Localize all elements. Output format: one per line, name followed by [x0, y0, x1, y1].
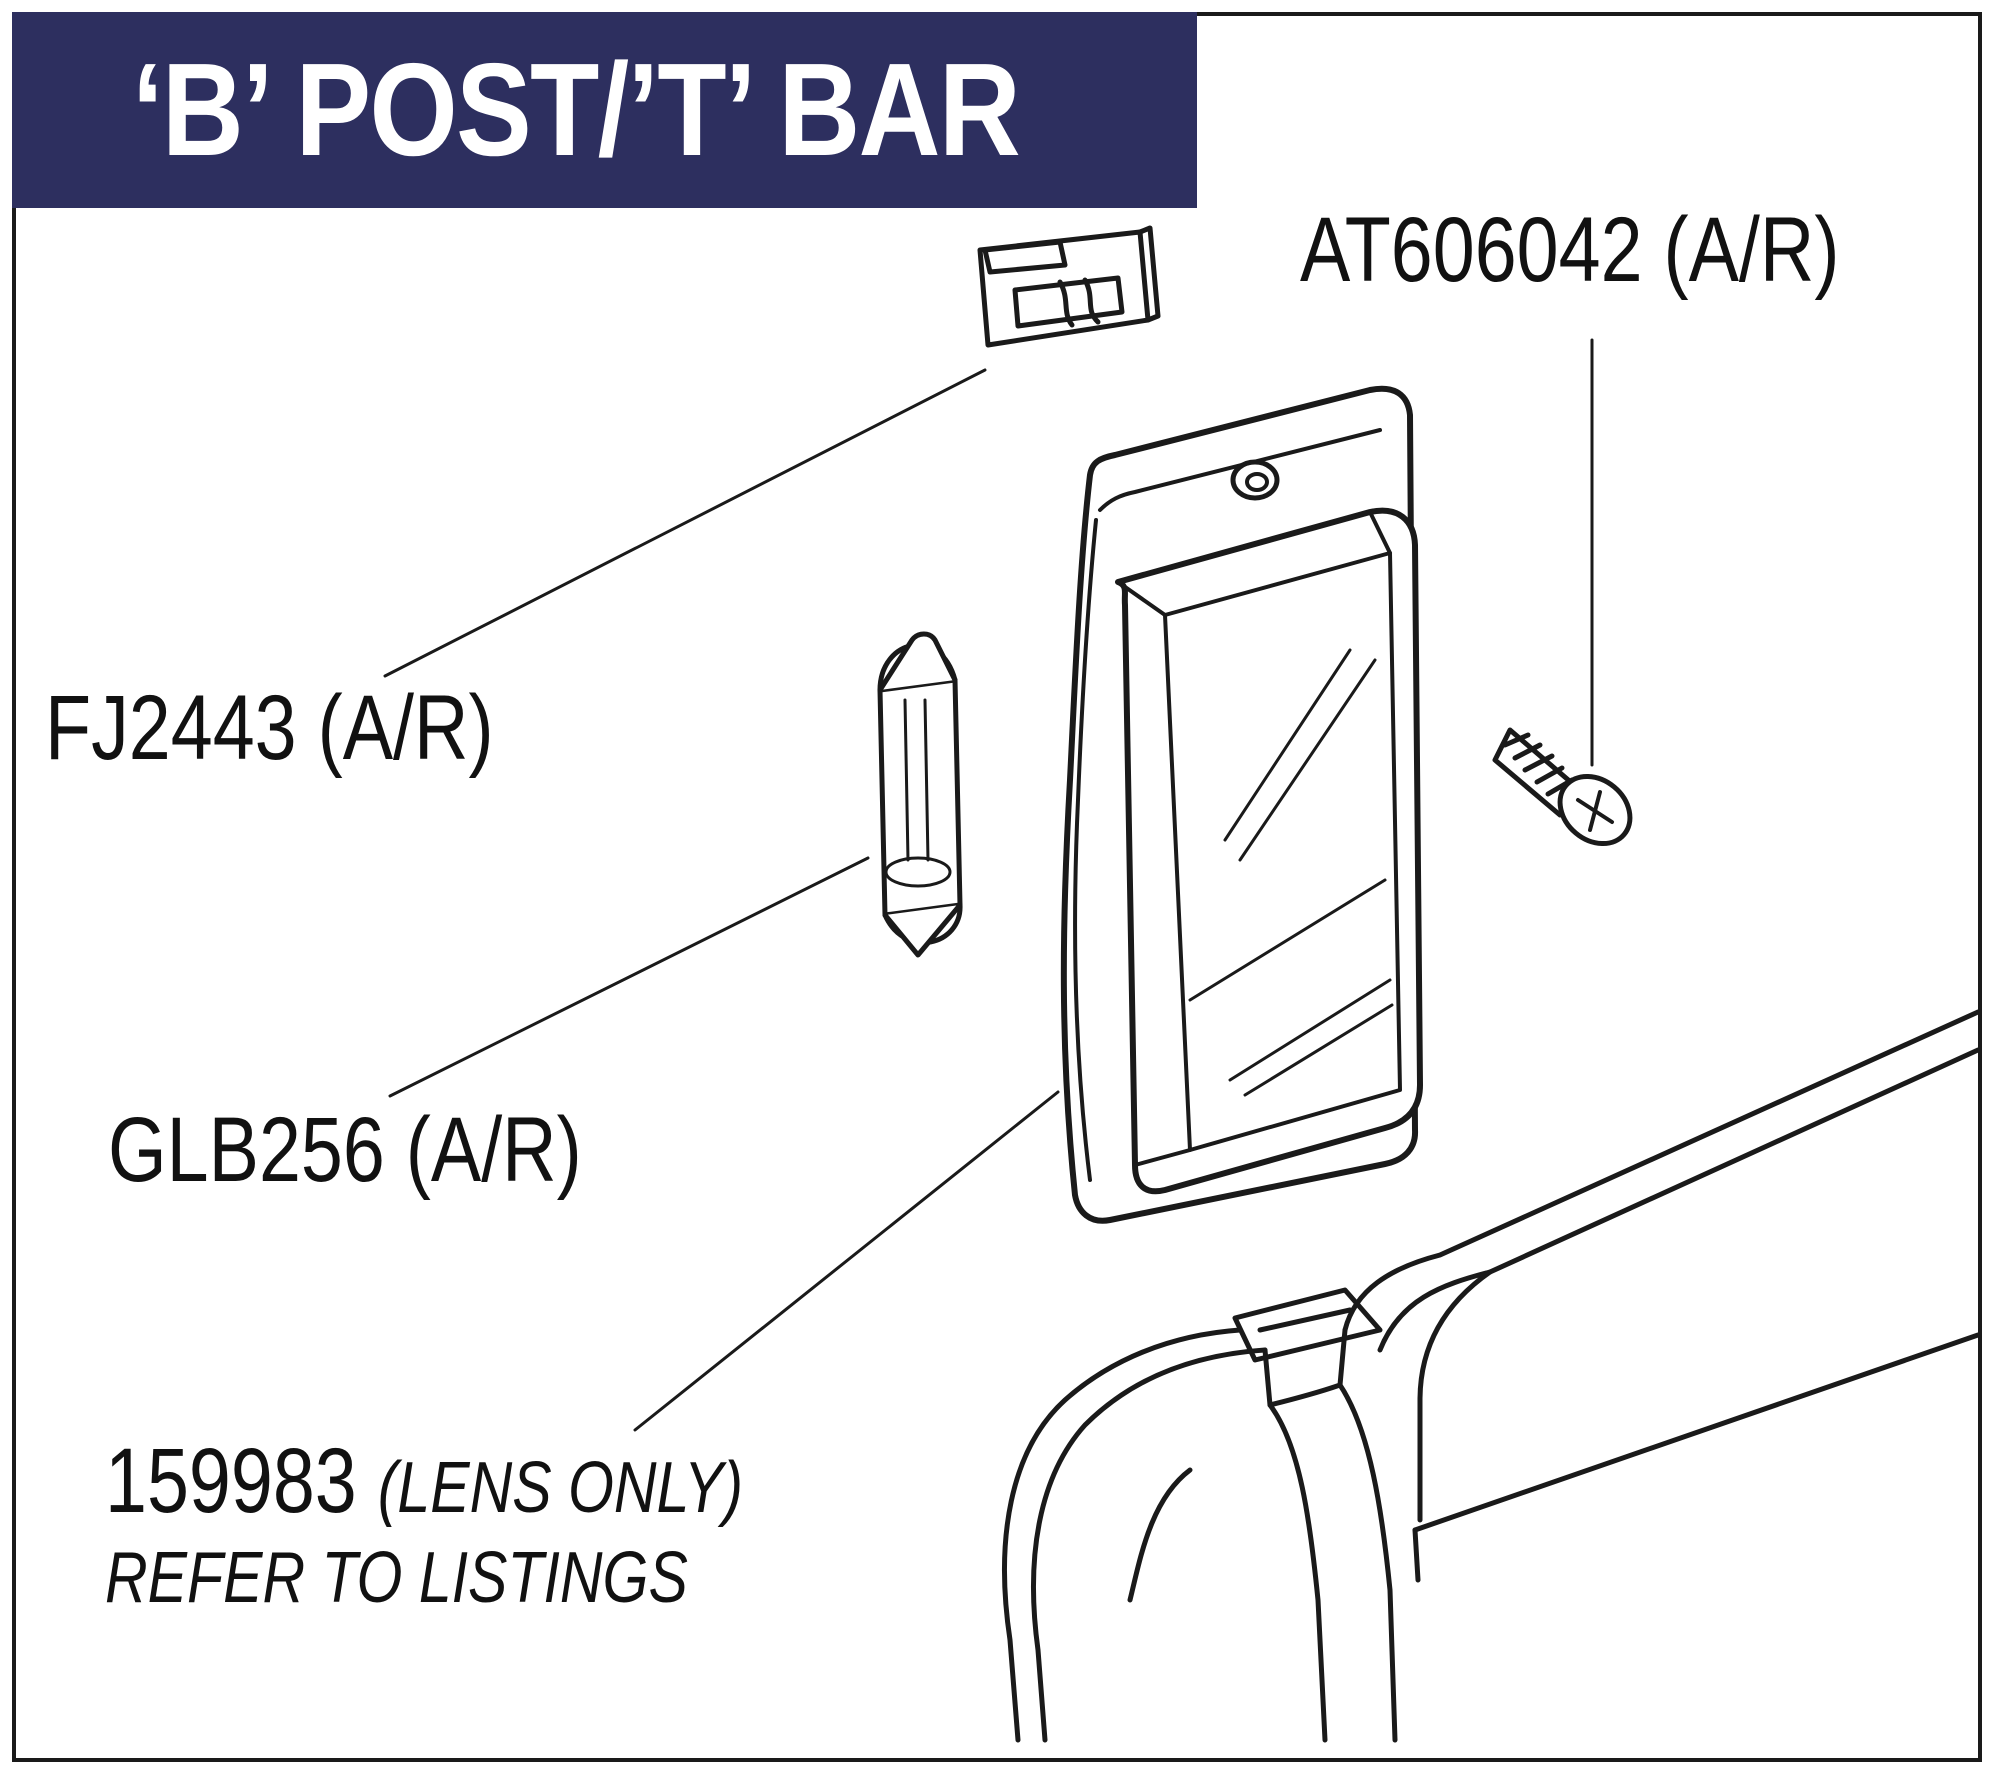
diagram-title: ‘B’ POST/’T’ BAR: [132, 36, 1021, 183]
screw-part-label: AT606042 (A/R): [1300, 198, 1958, 303]
clip-part-text: FJ2443 (A/R): [45, 677, 494, 779]
screw-part-text: AT606042 (A/R): [1300, 199, 1840, 301]
clip-part-label: FJ2443 (A/R): [45, 676, 592, 781]
bulb-part-text: GLB256 (A/R): [108, 1099, 582, 1201]
clip-leader-line: [383, 368, 987, 678]
lens-part-number: 159983: [105, 1430, 357, 1532]
lens-leader-line: [633, 1090, 1060, 1432]
lens-part-label: 159983 (LENS ONLY) REFER TO LISTINGS: [105, 1435, 883, 1623]
diagram-title-banner: ‘B’ POST/’T’ BAR: [12, 12, 1197, 208]
b-post-t-bar-body-drawing: [1002, 1009, 1981, 1743]
screw-at606042-drawing: [1492, 727, 1633, 847]
lamp-lens-159983-drawing: [1060, 385, 1423, 1224]
bulb-part-label: GLB256 (A/R): [108, 1098, 686, 1203]
bulb-leader-line: [388, 856, 870, 1098]
bulb-glb256-drawing: [877, 631, 963, 958]
clip-fj2443-drawing: [977, 225, 1161, 348]
lens-part-refer: REFER TO LISTINGS: [105, 1538, 688, 1618]
lens-part-note: (LENS ONLY): [377, 1448, 744, 1528]
